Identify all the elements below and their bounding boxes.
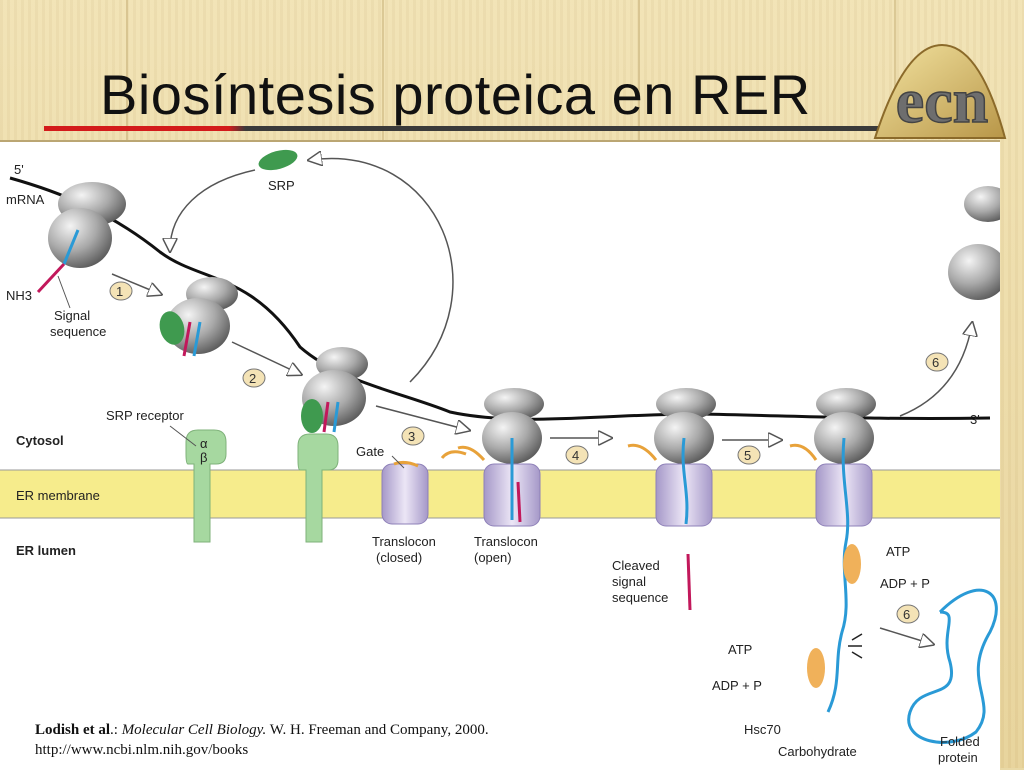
step-2-label: 2 — [249, 371, 256, 386]
slide-title: Biosíntesis proteica en RER — [100, 63, 811, 126]
citation: Lodish et al.: Molecular Cell Biology. W… — [35, 720, 489, 760]
mrna-strand — [9, 176, 991, 421]
beta-label: β — [200, 450, 207, 465]
atp-label-2: ATP — [728, 642, 752, 657]
diagram-panel: Cytosol ER membrane ER lumen 5' mRNA 3' … — [0, 140, 1000, 770]
step-5-label: 5 — [744, 448, 751, 463]
step-2-badge — [242, 368, 266, 388]
translocon-closed — [381, 450, 467, 525]
background-tiles — [0, 0, 1024, 140]
srp-receptor-2 — [297, 433, 339, 543]
atp-label-1: ATP — [886, 544, 910, 559]
step-3-badge — [401, 426, 425, 446]
citation-publisher: W. H. Freeman and Company, 2000. — [266, 722, 489, 738]
logo-text: ecn — [896, 65, 988, 136]
folded-label-1: Folded — [940, 734, 980, 749]
nh3-label: NH3 — [6, 288, 32, 303]
carbohydrate-label: Carbohydrate — [778, 744, 857, 759]
er-lumen-label: ER lumen — [16, 543, 76, 558]
ribosome-3 — [301, 347, 368, 433]
hsc70-label: Hsc70 — [744, 722, 781, 737]
srp-receptor-1: α β — [185, 429, 227, 543]
srp-recycle-arrow — [310, 159, 454, 383]
ribosome-small-subunit — [964, 186, 1000, 222]
ecn-logo: ecn — [873, 43, 1007, 139]
ribosome-2 — [159, 277, 238, 357]
srp-receptor-label: SRP receptor — [106, 408, 184, 423]
srp-label: SRP — [268, 178, 295, 193]
signal-sequence-label-1: Signal — [54, 308, 90, 323]
step-4-label: 4 — [572, 448, 579, 463]
mrna-3-prime: 3' — [970, 412, 980, 427]
signal-sequence-label-2: sequence — [50, 324, 106, 339]
cleaved-label-1: Cleaved — [612, 558, 660, 573]
ribosome-5 — [627, 388, 716, 527]
folded-protein — [907, 588, 998, 744]
step-6a-label: 6 — [932, 355, 939, 370]
translocon-open-label-1: Translocon — [474, 534, 538, 549]
translocon-closed-label-2: (closed) — [376, 550, 422, 565]
srp-free — [258, 149, 298, 171]
hsc70-upper — [843, 544, 861, 584]
citation-book: Molecular Cell Biology. — [121, 722, 267, 738]
cleaved-signal-peptide — [686, 553, 692, 611]
folded-label-2: protein — [938, 750, 978, 765]
ribosome-1 — [36, 182, 126, 294]
cleaved-label-2: signal — [612, 574, 646, 589]
citation-sep: .: — [110, 722, 122, 738]
step-4-badge — [565, 445, 589, 465]
citation-reference: Lodish et al.: Molecular Cell Biology. W… — [35, 720, 489, 740]
adp-label-2: ADP + P — [712, 678, 762, 693]
translocon-closed-label-1: Translocon — [372, 534, 436, 549]
nascent-polypeptide — [826, 437, 850, 713]
title-underline — [44, 126, 884, 131]
step-1-label: 1 — [116, 284, 123, 299]
citation-url[interactable]: http://www.ncbi.nlm.nih.gov/books — [35, 742, 249, 758]
carbohydrate-chain — [848, 633, 863, 659]
step-6b-badge — [896, 604, 920, 624]
ribosome-large-subunit — [948, 244, 1000, 300]
protein-synthesis-diagram: Cytosol ER membrane ER lumen 5' mRNA 3' … — [0, 149, 1000, 765]
citation-author: Lodish et al — [35, 722, 111, 738]
step-6a-badge — [925, 352, 949, 372]
alpha-label: α — [200, 436, 208, 451]
adp-label-1: ADP + P — [880, 576, 930, 591]
mrna-5-prime: 5' — [14, 162, 24, 177]
ribosome-4 — [457, 388, 544, 527]
step-6b-label: 6 — [903, 607, 910, 622]
cytosol-label: Cytosol — [16, 433, 64, 448]
step-3-label: 3 — [408, 429, 415, 444]
step-1-badge — [109, 281, 133, 301]
step-5-badge — [737, 445, 761, 465]
hsc70-lower — [807, 648, 825, 688]
mrna-label: mRNA — [6, 192, 45, 207]
er-membrane-label: ER membrane — [16, 488, 100, 503]
cleaved-label-3: sequence — [612, 590, 668, 605]
translocon-open-label-2: (open) — [474, 550, 512, 565]
srp-binding-arrow — [170, 169, 256, 250]
gate-label: Gate — [356, 444, 384, 459]
